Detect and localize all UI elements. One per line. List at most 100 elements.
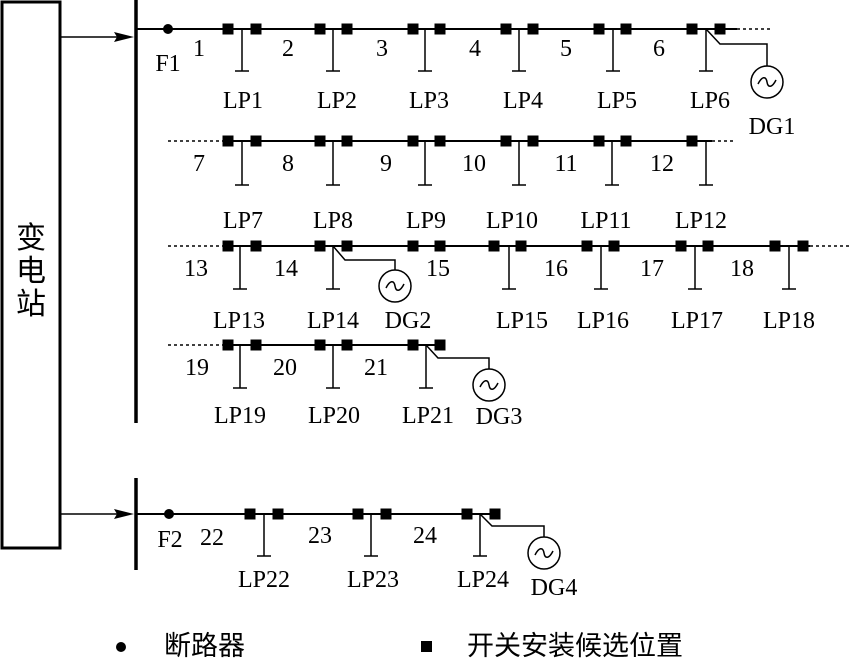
switch-candidate-marker [341, 240, 353, 252]
legend-switch-label: 开关安装候选位置 [467, 631, 683, 661]
switch-candidate-marker [461, 508, 473, 520]
section-label: 9 [380, 151, 392, 177]
load-label: LP17 [671, 308, 723, 334]
load-label: LP21 [402, 403, 454, 429]
section-label: 7 [193, 151, 205, 177]
switch-candidate-marker [341, 339, 353, 351]
switch-candidate-marker [341, 23, 353, 35]
switch-candidate-marker [686, 135, 698, 147]
section-label: 22 [200, 525, 224, 551]
feeder-f2-label: F2 [157, 527, 182, 553]
switch-candidate-marker [407, 339, 419, 351]
load-label: LP11 [580, 208, 631, 234]
load-label: LP24 [457, 567, 509, 593]
load-taps [233, 29, 796, 557]
switch-candidate-marker [407, 240, 419, 252]
load-label: LP8 [313, 208, 353, 234]
dg-label: DG2 [385, 308, 432, 334]
switch-candidate-marker [515, 240, 527, 252]
dg-label: DG3 [476, 404, 523, 430]
legend-switch-icon [421, 641, 432, 652]
switch-candidate-marker [581, 240, 593, 252]
load-label: LP7 [223, 208, 263, 234]
generator-tilde-icon [757, 77, 777, 87]
switch-candidate-marker [527, 135, 539, 147]
section-label: 18 [730, 256, 754, 282]
load-label: LP9 [406, 208, 446, 234]
load-label: LP1 [223, 88, 263, 114]
generator-tilde-icon [479, 380, 499, 390]
load-label: LP4 [503, 88, 543, 114]
section-label: 6 [653, 36, 665, 62]
switch-candidate-marker [686, 23, 698, 35]
switch-candidate-marker [608, 240, 620, 252]
switch-candidate-marker [250, 240, 262, 252]
switch-candidate-marker [500, 23, 512, 35]
switch-candidate-marker [488, 240, 500, 252]
section-label: 5 [560, 36, 572, 62]
section-label: 15 [426, 256, 450, 282]
section-label: 12 [650, 151, 674, 177]
breaker-f2 [164, 509, 174, 519]
substation-label-char-3: 站 [16, 288, 46, 321]
switch-candidate-marker [222, 240, 234, 252]
breaker-f1 [163, 24, 173, 34]
switch-candidate-marker [314, 339, 326, 351]
switch-candidate-marker [593, 23, 605, 35]
switch-candidate-marker [314, 135, 326, 147]
section-label: 21 [364, 355, 388, 381]
load-label: LP16 [577, 308, 629, 334]
section-label: 1 [193, 36, 205, 62]
section-label: 3 [376, 36, 388, 62]
load-label: LP22 [238, 567, 290, 593]
switch-candidate-marker [434, 339, 446, 351]
load-label: LP2 [317, 88, 357, 114]
legend-breaker-label: 断路器 [164, 631, 245, 661]
dg-label: DG1 [749, 114, 796, 140]
generator-tilde-icon [534, 548, 554, 558]
section-label: 20 [273, 355, 297, 381]
switch-candidate-marker [222, 339, 234, 351]
switch-candidate-marker [620, 23, 632, 35]
switch-candidate-marker [434, 23, 446, 35]
section-label: 24 [413, 523, 437, 549]
switch-candidate-marker [434, 240, 446, 252]
section-label: 10 [462, 151, 486, 177]
load-label: LP18 [763, 308, 815, 334]
section-label: 14 [274, 256, 298, 282]
section-label: 23 [308, 523, 332, 549]
substation-label-char-2: 电 [16, 255, 46, 288]
load-label: LP14 [307, 308, 359, 334]
section-label: 2 [282, 36, 294, 62]
generator-tilde-icon [385, 281, 405, 291]
load-label: LP20 [308, 403, 360, 429]
switch-candidate-marker [314, 240, 326, 252]
section-label: 8 [282, 151, 294, 177]
switch-candidate-marker [620, 135, 632, 147]
switch-candidate-marker [250, 23, 262, 35]
switch-candidate-marker [250, 135, 262, 147]
switch-candidate-marker [434, 135, 446, 147]
switch-candidate-marker [341, 135, 353, 147]
switch-candidate-marker [702, 240, 714, 252]
feeder-f1-label: F1 [155, 51, 180, 77]
switch-candidate-marker [675, 240, 687, 252]
switch-candidate-marker [314, 23, 326, 35]
switch-candidate-marker [714, 23, 726, 35]
dg-connection-line [705, 28, 768, 66]
switch-candidate-marker [407, 23, 419, 35]
switch-candidate-marker [797, 240, 809, 252]
feed-arrow-1-head [114, 32, 134, 42]
section-label: 16 [544, 256, 568, 282]
load-label: LP5 [597, 88, 637, 114]
switch-candidate-marker [352, 508, 364, 520]
switch-candidate-marker [244, 508, 256, 520]
load-label: LP15 [496, 308, 548, 334]
dg-connection-line [479, 513, 545, 537]
load-label: LP10 [486, 208, 538, 234]
switch-candidate-marker [272, 508, 284, 520]
dg-connection-line [332, 245, 396, 270]
load-label: LP6 [690, 88, 730, 114]
legend-breaker-icon [116, 642, 126, 652]
